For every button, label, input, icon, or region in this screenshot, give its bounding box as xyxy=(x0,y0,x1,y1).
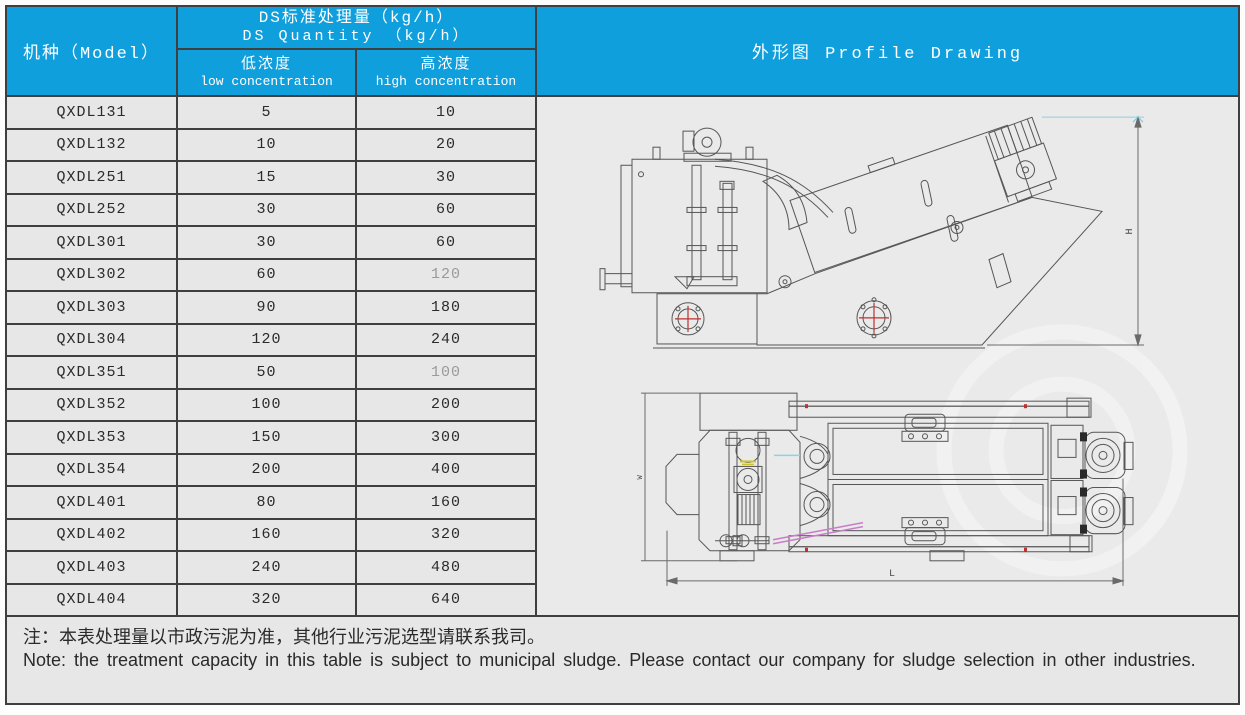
cell-high-value: 300 xyxy=(357,422,535,453)
header-ds-cn: DS标准处理量（kg/h） xyxy=(258,9,455,28)
cell-low-value: 60 xyxy=(178,259,355,290)
footnote-chinese: 注：本表处理量以市政污泥为准，其他行业污泥选型请联系我司。 xyxy=(23,627,545,647)
dim-label-h: H xyxy=(1125,229,1136,235)
footnote-english: Note: the treatment capacity in this tab… xyxy=(23,650,1196,671)
dimension-h xyxy=(987,115,1144,347)
cell-model: QXDL131 xyxy=(7,97,176,128)
cell-high-value: 20 xyxy=(357,129,535,160)
cell-high-value: 480 xyxy=(357,552,535,583)
cell-low-value: 30 xyxy=(178,194,355,225)
cell-high-value: 400 xyxy=(357,454,535,485)
cell-model: QXDL302 xyxy=(7,259,176,290)
dim-label-l: L xyxy=(889,569,895,580)
footnote: 注：本表处理量以市政污泥为准，其他行业污泥选型请联系我司。 Note: the … xyxy=(7,617,1238,703)
watermark xyxy=(936,324,1188,577)
flange-crosshair xyxy=(675,302,889,333)
cell-model: QXDL352 xyxy=(7,389,176,420)
profile-drawing-cell: H xyxy=(537,97,1238,615)
header-low-cn: 低浓度 xyxy=(240,55,292,73)
cell-low-value: 150 xyxy=(178,422,355,453)
header-ds-en: DS Quantity （kg/h） xyxy=(242,28,471,46)
cell-model: QXDL353 xyxy=(7,422,176,453)
cell-high-value: 160 xyxy=(357,487,535,518)
profile-drawing-svg: H xyxy=(599,115,1188,586)
header-model-label: 机种（Model） xyxy=(22,45,160,64)
cell-model: QXDL251 xyxy=(7,162,176,193)
cell-low-value: 120 xyxy=(178,324,355,355)
cell-high-value: 10 xyxy=(357,97,535,128)
side-view-drawing: H xyxy=(599,115,1144,349)
cell-low-value: 90 xyxy=(178,292,355,323)
cell-high-value: 320 xyxy=(357,519,535,550)
header-ds-quantity: DS标准处理量（kg/h） DS Quantity （kg/h） xyxy=(178,7,535,48)
cell-low-value: 15 xyxy=(178,162,355,193)
header-profile-drawing: 外形图 Profile Drawing xyxy=(537,7,1238,95)
cell-low-value: 30 xyxy=(178,227,355,258)
cell-model: QXDL301 xyxy=(7,227,176,258)
cell-model: QXDL132 xyxy=(7,129,176,160)
header-low-en: low concentration xyxy=(200,73,333,89)
cell-model: QXDL304 xyxy=(7,324,176,355)
cell-model: QXDL303 xyxy=(7,292,176,323)
cell-low-value: 80 xyxy=(178,487,355,518)
cell-high-value: 180 xyxy=(357,292,535,323)
cell-low-value: 5 xyxy=(178,97,355,128)
header-profile-label: 外形图 Profile Drawing xyxy=(751,45,1024,64)
cell-high-value: 60 xyxy=(357,194,535,225)
cell-low-value: 160 xyxy=(178,519,355,550)
detail-marks xyxy=(740,404,1027,552)
cell-high-value: 30 xyxy=(357,162,535,193)
cell-model: QXDL404 xyxy=(7,584,176,615)
cell-high-value: 640 xyxy=(357,584,535,615)
dimension-w xyxy=(641,392,737,562)
dimension-l xyxy=(665,478,1125,586)
motor-terminal-blocks xyxy=(1080,432,1087,534)
header-high-concentration: 高浓度 high concentration xyxy=(357,50,535,95)
cell-high-value: 120 xyxy=(357,259,535,290)
dim-label-w: W xyxy=(637,474,645,479)
cell-low-value: 200 xyxy=(178,454,355,485)
cell-high-value: 200 xyxy=(357,389,535,420)
cell-model: QXDL354 xyxy=(7,454,176,485)
header-high-cn: 高浓度 xyxy=(420,55,472,73)
cell-model: QXDL402 xyxy=(7,519,176,550)
cell-model: QXDL351 xyxy=(7,357,176,388)
cell-low-value: 50 xyxy=(178,357,355,388)
cell-high-value: 240 xyxy=(357,324,535,355)
cell-model: QXDL252 xyxy=(7,194,176,225)
table-rows: QXDL131 5 10 QXDL132 10 20 QXDL251 15 30… xyxy=(7,97,535,615)
spec-table: 机种（Model） DS标准处理量（kg/h） DS Quantity （kg/… xyxy=(5,5,1240,705)
top-view-drawing: W L xyxy=(637,392,1134,586)
cell-low-value: 240 xyxy=(178,552,355,583)
cell-model: QXDL403 xyxy=(7,552,176,583)
cell-high-value: 100 xyxy=(357,357,535,388)
header-high-en: high concentration xyxy=(375,73,517,89)
header-low-concentration: 低浓度 low concentration xyxy=(178,50,355,95)
cell-model: QXDL401 xyxy=(7,487,176,518)
cell-low-value: 320 xyxy=(178,584,355,615)
header-model: 机种（Model） xyxy=(7,7,176,95)
cell-high-value: 60 xyxy=(357,227,535,258)
cell-low-value: 100 xyxy=(178,389,355,420)
cell-low-value: 10 xyxy=(178,129,355,160)
